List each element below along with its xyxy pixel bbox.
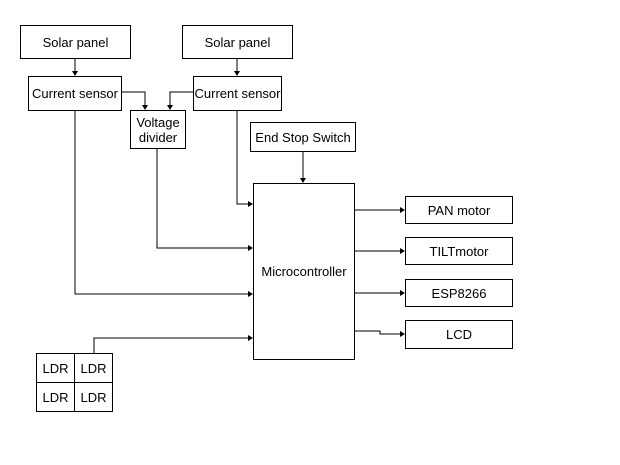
arrowhead [400,248,405,254]
arrowhead [400,207,405,213]
esp8266-label: ESP8266 [431,285,487,301]
pan-motor-label: PAN motor [427,202,491,218]
wire-divider-to-mcu [156,148,248,249]
ldr-2-label: LDR [80,360,107,376]
voltage-divider-block: Voltage divider [130,110,186,149]
solar-panel-1-block: Solar panel [20,25,131,59]
ldr-4-block: LDR [74,382,113,412]
ldr-2-block: LDR [74,353,113,383]
solar-panel-1-label: Solar panel [42,34,109,50]
wire-sensor2-to-mcu [236,110,248,205]
arrowhead [234,71,240,76]
wire-sensor1-to-mcu [74,110,248,295]
current-sensor-1-label: Current sensor [32,86,118,101]
arrowhead [248,335,253,341]
arrowhead [248,291,253,297]
arrowhead [167,105,173,110]
tilt-motor-label: TILTmotor [429,243,489,259]
wire-mcu-to-lcd [354,330,400,335]
wire-sensor2-to-divider [169,91,194,105]
ldr-4-label: LDR [80,389,107,405]
end-stop-switch-block: End Stop Switch [250,122,356,152]
solar-panel-2-label: Solar panel [204,34,271,50]
voltage-divider-label-line2: divider [138,129,178,145]
pan-motor-block: PAN motor [405,196,513,224]
ldr-3-block: LDR [36,382,75,412]
microcontroller-block: Microcontroller [253,183,355,360]
ldr-1-label: LDR [42,360,69,376]
ldr-3-label: LDR [42,389,69,405]
current-sensor-1-block: Current sensor [28,76,122,111]
esp8266-block: ESP8266 [405,279,513,307]
solar-panel-2-block: Solar panel [182,25,293,59]
arrowhead [400,290,405,296]
lcd-label: LCD [445,327,472,342]
lcd-block: LCD [405,320,513,349]
current-sensor-2-block: Current sensor [193,76,282,111]
end-stop-switch-label: End Stop Switch [255,129,351,145]
arrowhead [72,71,78,76]
microcontroller-label: Microcontroller [261,264,347,279]
arrowhead [300,178,306,183]
tilt-motor-block: TILTmotor [405,237,513,265]
arrowhead [248,201,253,207]
arrowhead [400,331,405,337]
arrowhead [142,105,148,110]
wire-ldr-to-mcu [93,337,248,354]
voltage-divider-label-line1: Voltage [136,114,180,130]
wire-sensor1-to-divider [121,91,146,105]
current-sensor-2-label: Current sensor [194,86,281,101]
ldr-1-block: LDR [36,353,75,383]
arrowhead [248,245,253,251]
